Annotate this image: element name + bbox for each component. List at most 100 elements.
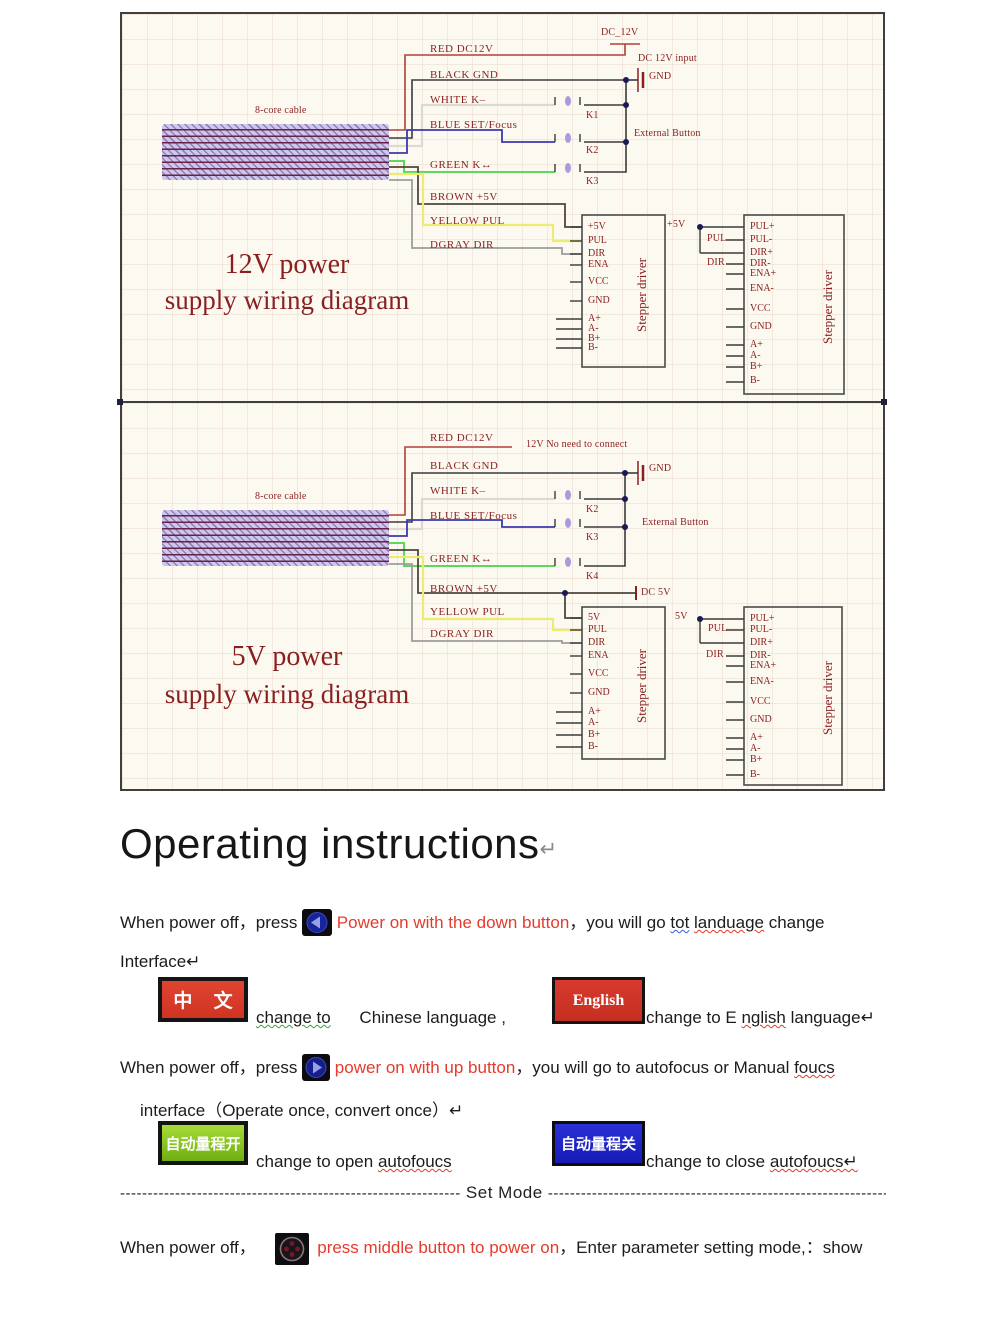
wiring-svg-12v	[389, 43, 845, 395]
wire-label: WHITE K–	[430, 485, 486, 497]
wire-label: DGRAY DIR	[430, 239, 494, 251]
gnd-label: GND	[649, 463, 672, 474]
pin-label: ENA-	[750, 676, 774, 687]
text-run: change to	[256, 1008, 331, 1027]
switch-label: K2	[586, 145, 599, 156]
wire-label: YELLOW PUL	[430, 215, 505, 227]
pin-label: GND	[750, 714, 772, 725]
red-wire	[389, 446, 512, 516]
bus-5v-node	[699, 618, 726, 644]
pin-label: ENA	[588, 650, 609, 661]
pin-label: +5V	[588, 221, 606, 232]
misspelled-word: autofoucs	[377, 1152, 452, 1171]
red-wire-note: 12V No need to connect	[526, 439, 628, 450]
pin-label: ENA+	[750, 268, 777, 279]
caption-english: change to E nglish language↵	[646, 1008, 875, 1028]
switch-label: K3	[586, 176, 599, 187]
switch-k4	[554, 557, 581, 567]
pin-label: ENA+	[750, 660, 777, 671]
text-run-red: Power on with the down button	[336, 913, 570, 932]
text-run-red: press middle button to power on	[317, 1238, 560, 1257]
text-run: Chinese language ,	[359, 1008, 506, 1027]
misspelled-word: nglish	[741, 1008, 786, 1027]
wire-label: RED DC12V	[430, 43, 494, 55]
driver1-name: Stepper driver	[634, 648, 649, 723]
junction-dots	[622, 470, 628, 530]
pin-label: A-	[588, 323, 599, 334]
blue-wire	[389, 129, 555, 154]
text-run: change to close	[646, 1152, 770, 1171]
cable-label: 8-core cable	[255, 491, 307, 502]
text-run: When power off，press	[120, 913, 298, 932]
pin-label: DIR+	[750, 637, 773, 648]
paragraph-1-line-2: Interface↵	[120, 952, 201, 971]
power-terminal-label: DC_12V	[601, 27, 639, 38]
pin-label: B-	[588, 741, 598, 752]
misspelled-word: foucs	[794, 1058, 835, 1077]
pin-label: DIR-	[750, 258, 771, 269]
autofocus-off-button-image: 自动量程关	[552, 1121, 645, 1166]
pin-label: PUL-	[750, 624, 773, 635]
misspelled-word: autofoucs↵	[769, 1152, 858, 1171]
dc5v-label: DC 5V	[641, 587, 671, 598]
separator-label: Set Mode	[460, 1183, 548, 1202]
pin-label: B+	[588, 333, 601, 344]
separator-dashes: ----------------------------------------…	[120, 1185, 461, 1202]
text-run: ，you will go	[569, 913, 671, 932]
wire-label: WHITE K–	[430, 94, 486, 106]
text-run: change to E	[646, 1008, 742, 1027]
pin-label: DIR	[588, 248, 606, 259]
pin-label: VCC	[750, 303, 771, 314]
pin-label: ENA-	[750, 283, 774, 294]
pin-label: DIR+	[750, 247, 773, 258]
text-run: language↵	[785, 1008, 875, 1027]
wire-label: DGRAY DIR	[430, 628, 494, 640]
pin-label: GND	[588, 687, 610, 698]
driver2-name: Stepper driver	[820, 660, 835, 735]
caption-chinese: change to Chinese language ,	[256, 1008, 506, 1028]
pin-label: A+	[750, 339, 763, 350]
driver2-box	[743, 214, 845, 395]
bus-5v-label: +5V	[667, 219, 686, 230]
wire-label: BLUE SET/Focus	[430, 119, 518, 131]
pin-label: PUL	[588, 235, 607, 246]
wire-label: GREEN K↔	[430, 553, 493, 565]
divider-dot	[117, 399, 123, 405]
switch-k3	[554, 163, 581, 173]
pin-label: VCC	[588, 668, 609, 679]
bus-5v-node	[699, 226, 726, 254]
driver1-name: Stepper driver	[634, 257, 649, 332]
cable-8core	[162, 124, 389, 180]
pin-label: B+	[750, 361, 763, 372]
switch-k2	[554, 133, 581, 143]
driver2-ticks	[726, 226, 744, 383]
pin-label: A-	[750, 350, 761, 361]
wire-label: BLACK GND	[430, 69, 499, 81]
bus-dir-label: DIR	[706, 649, 724, 660]
cable-8core	[162, 510, 389, 566]
chinese-button-image: 中 文	[158, 977, 248, 1022]
pin-label: A-	[588, 717, 599, 728]
paragraph-1-line-1: When power off，press Power on with the d…	[120, 908, 825, 936]
white-wire	[389, 497, 555, 531]
driver1-box	[581, 606, 666, 760]
brown-wire	[389, 166, 582, 228]
switch-label: K3	[586, 532, 599, 543]
driver1-box	[581, 214, 666, 368]
pin-label: B-	[750, 375, 760, 386]
caption-autofocus-open: change to open autofoucs	[256, 1152, 452, 1172]
red-wire	[389, 43, 640, 131]
external-button-label: External Button	[634, 128, 701, 139]
battery-gnd-symbol	[637, 461, 645, 485]
pin-label: PUL+	[750, 613, 775, 624]
page-title: Operating instructions↵	[120, 820, 558, 867]
bus-pul-label: PUL	[707, 233, 727, 244]
diagram-5v-panel: 8-core cable RED DC12V BLACK GND WHITE K…	[120, 401, 885, 791]
paragraph-3: When power off， press middle button to p…	[120, 1233, 862, 1265]
paragraph-2-line-2: interface（Operate once, convert once）↵	[140, 1101, 464, 1120]
pin-label: DIR	[588, 637, 606, 648]
diagram-title-line1: 5V power	[231, 641, 343, 672]
return-mark: ↵	[539, 838, 558, 861]
english-button-image: English	[552, 977, 645, 1024]
